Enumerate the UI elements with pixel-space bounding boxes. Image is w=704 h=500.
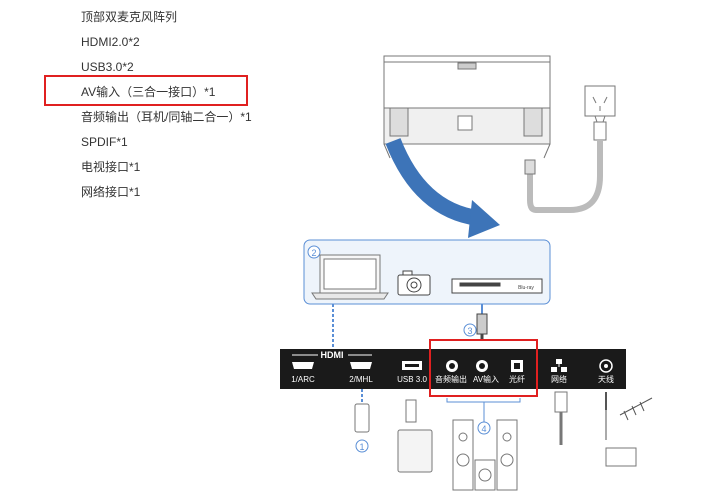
spec-item-audio-out: 音频输出（耳机/同轴二合一）*1 (81, 110, 252, 124)
power-outlet-icon (584, 85, 616, 117)
callout-1: 1 (359, 442, 364, 452)
spec-item-spdif: SPDIF*1 (81, 135, 128, 149)
usb-drive-icon (397, 399, 433, 473)
power-plug-icon (524, 115, 607, 213)
spec-item-network: 网络接口*1 (81, 185, 141, 199)
optical-port-icon (511, 360, 523, 372)
phone-icon (354, 389, 370, 433)
callout-3: 3 (467, 326, 472, 336)
port-label-usb: USB 3.0 (397, 375, 427, 384)
spec-item-mic-array: 顶部双麦克风阵列 (81, 10, 178, 24)
bluray-player-icon: Blu-ray (451, 278, 543, 294)
callout-circle (477, 421, 491, 435)
spec-item-av-input: AV输入（三合一接口）*1 (81, 85, 216, 99)
av-cable-icon (476, 313, 488, 340)
port-label-antenna: 天线 (598, 374, 614, 384)
network-port-icon (551, 359, 567, 372)
port-label-optical: 光纤 (509, 374, 525, 384)
camera-icon (397, 270, 431, 296)
port-label-hdmi1: 1/ARC (291, 375, 315, 384)
tv-back-illustration (383, 55, 551, 159)
hdmi-title: HDMI (321, 350, 344, 360)
callout-circle (463, 323, 477, 337)
speaker-system-icon (452, 419, 518, 491)
hdmi-port-icon (350, 362, 372, 369)
audio-group-bracket (446, 398, 521, 403)
port-label-audio-out: 音频输出 (435, 374, 467, 384)
av-input-highlight-box (44, 75, 248, 106)
bluray-label: Blu-ray (518, 285, 534, 291)
spec-item-hdmi: HDMI2.0*2 (81, 35, 140, 49)
ethernet-cable-icon (554, 391, 568, 445)
port-label-network: 网络 (551, 374, 567, 384)
hdmi-port-icon (292, 362, 314, 369)
antenna-port-icon (599, 359, 613, 373)
antenna-icon (605, 392, 653, 467)
port-label-av-in: AV输入 (473, 374, 499, 384)
audio-jack-icon (446, 360, 458, 372)
callout-4: 4 (481, 424, 486, 434)
usb-port-icon (402, 361, 422, 370)
callout-circle (355, 439, 369, 453)
port-label-hdmi2: 2/MHL (349, 375, 373, 384)
connection-arrow (385, 138, 500, 238)
spec-item-usb: USB3.0*2 (81, 60, 134, 74)
spec-item-tv: 电视接口*1 (81, 160, 141, 174)
callout-2: 2 (311, 248, 316, 258)
av-port-highlight-box (429, 339, 538, 397)
av-jack-icon (476, 360, 488, 372)
laptop-icon (311, 254, 389, 300)
